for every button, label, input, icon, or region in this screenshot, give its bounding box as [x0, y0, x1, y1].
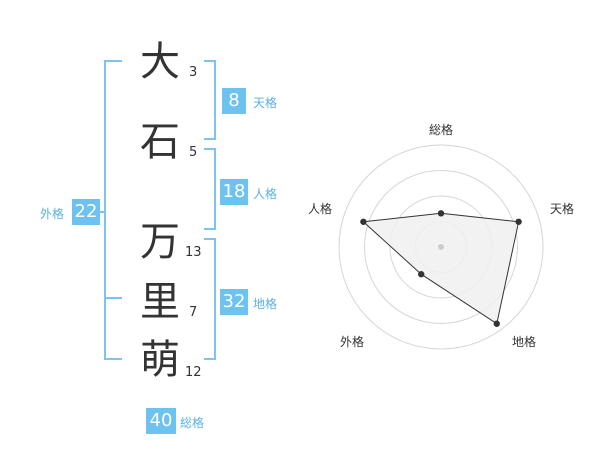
radar-point-chikaku	[493, 320, 500, 327]
name-char-5: 萌	[140, 337, 180, 383]
radar-point-soukaku	[437, 210, 445, 217]
radar-point-gaikaku	[418, 271, 425, 278]
gaikaku-label: 外格	[40, 207, 65, 221]
radar-point-jinkaku	[360, 218, 367, 225]
gaikaku-value: 22	[72, 199, 100, 225]
soukaku-value: 40	[146, 408, 176, 434]
radar-label-gaikaku: 外格	[340, 334, 364, 349]
chikaku-value: 32	[220, 289, 248, 315]
jinkaku-value: 18	[220, 179, 248, 205]
name-char-1: 大	[140, 39, 180, 85]
chikaku-label: 地格	[253, 297, 278, 311]
gaikaku-bracket	[104, 60, 122, 360]
name-char-3: 万	[140, 219, 180, 265]
stroke-count-4: 7	[189, 305, 198, 320]
stroke-count-1: 3	[189, 65, 198, 80]
soukaku-label: 総格	[180, 416, 205, 430]
radar-ring	[338, 144, 544, 350]
name-char-4: 里	[140, 279, 180, 325]
radar-point-tenkaku	[515, 218, 522, 225]
tenkaku-label: 天格	[253, 96, 278, 110]
radar-points	[360, 210, 522, 327]
gaikaku-bracket-tick	[104, 297, 122, 299]
jinkaku-bracket	[204, 148, 216, 230]
radar-label-jinkaku: 人格	[308, 201, 332, 216]
stroke-count-2: 5	[189, 145, 198, 160]
name-char-2: 石	[140, 119, 180, 165]
radar-center-dot	[438, 244, 444, 250]
radar-score-polygon	[362, 212, 520, 325]
radar-ring	[364, 170, 518, 324]
chikaku-bracket	[204, 238, 216, 360]
tenkaku-bracket	[204, 60, 216, 140]
radar-label-soukaku: 総格	[429, 122, 453, 137]
radar-label-tenkaku: 天格	[550, 201, 574, 216]
stroke-count-5: 12	[185, 365, 202, 380]
radar-label-chikaku: 地格	[512, 334, 536, 349]
tenkaku-value: 8	[222, 88, 246, 114]
jinkaku-label: 人格	[253, 187, 278, 201]
stroke-count-3: 13	[185, 245, 202, 260]
